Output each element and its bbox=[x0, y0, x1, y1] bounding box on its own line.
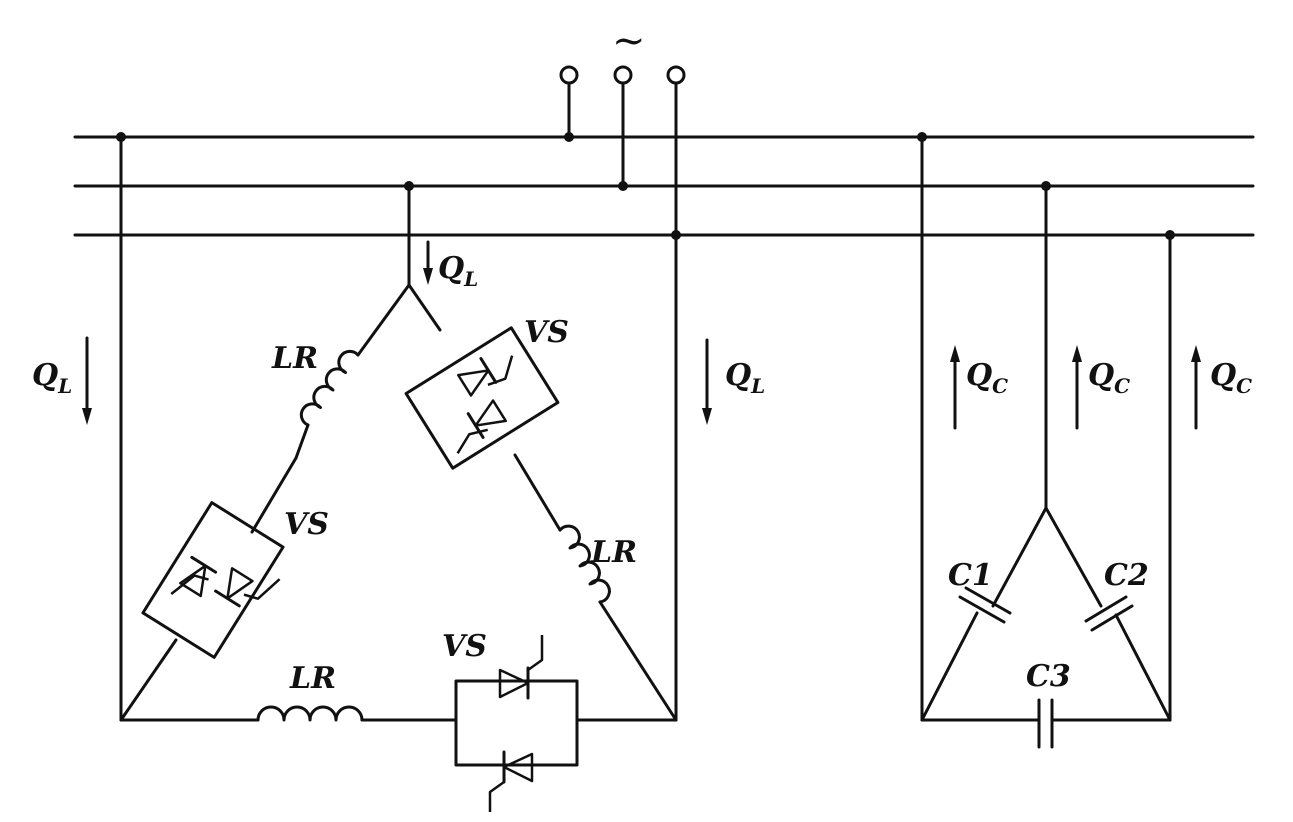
reactor-right bbox=[558, 524, 611, 604]
ql-arrows bbox=[82, 240, 712, 425]
terminal-1 bbox=[559, 65, 579, 85]
capacitor-c3 bbox=[1037, 698, 1054, 749]
tcr-branch-right bbox=[404, 283, 678, 722]
label-c1: C1 bbox=[948, 558, 993, 593]
label-qc-2: QC bbox=[1088, 358, 1130, 398]
ac-symbol: ~ bbox=[612, 18, 646, 64]
terminal-3 bbox=[666, 65, 686, 85]
label-qc-3: QC bbox=[1210, 358, 1252, 398]
label-c2: C2 bbox=[1104, 558, 1149, 593]
thyristor-pair-upper-right bbox=[404, 326, 560, 470]
capacitor-c1 bbox=[958, 586, 1012, 624]
label-vs-upper-right: VS bbox=[524, 315, 569, 350]
reactor-bottom bbox=[256, 705, 364, 722]
label-lr-right: LR bbox=[590, 535, 637, 570]
labels: QL QL QL QC QC QC LR LR LR VS VS VS C1 C… bbox=[32, 251, 1252, 696]
label-ql-center: QL bbox=[438, 251, 478, 291]
label-lr-bottom: LR bbox=[289, 661, 336, 696]
tcr-wiring bbox=[116, 132, 681, 722]
thyristor-pair-left bbox=[141, 501, 285, 659]
label-qc-1: QC bbox=[966, 358, 1008, 398]
label-ql-right: QL bbox=[725, 358, 765, 398]
label-c3: C3 bbox=[1026, 659, 1071, 694]
label-vs-bottom: VS bbox=[442, 629, 487, 664]
reactor-left bbox=[299, 349, 360, 427]
capacitor-bank bbox=[917, 132, 1175, 749]
supply-terminals: ~ bbox=[559, 18, 686, 237]
terminal-2 bbox=[613, 65, 633, 85]
tcr-branch-left bbox=[119, 283, 411, 722]
label-vs-left: VS bbox=[284, 507, 329, 542]
bus-lines bbox=[73, 135, 1255, 237]
thyristor-pair-bottom bbox=[454, 635, 579, 812]
capacitor-c2 bbox=[1084, 595, 1134, 632]
label-ql-left: QL bbox=[32, 358, 72, 398]
label-lr-left: LR bbox=[271, 341, 318, 376]
qc-arrows bbox=[950, 345, 1201, 430]
tcr-branch-bottom bbox=[119, 635, 678, 812]
